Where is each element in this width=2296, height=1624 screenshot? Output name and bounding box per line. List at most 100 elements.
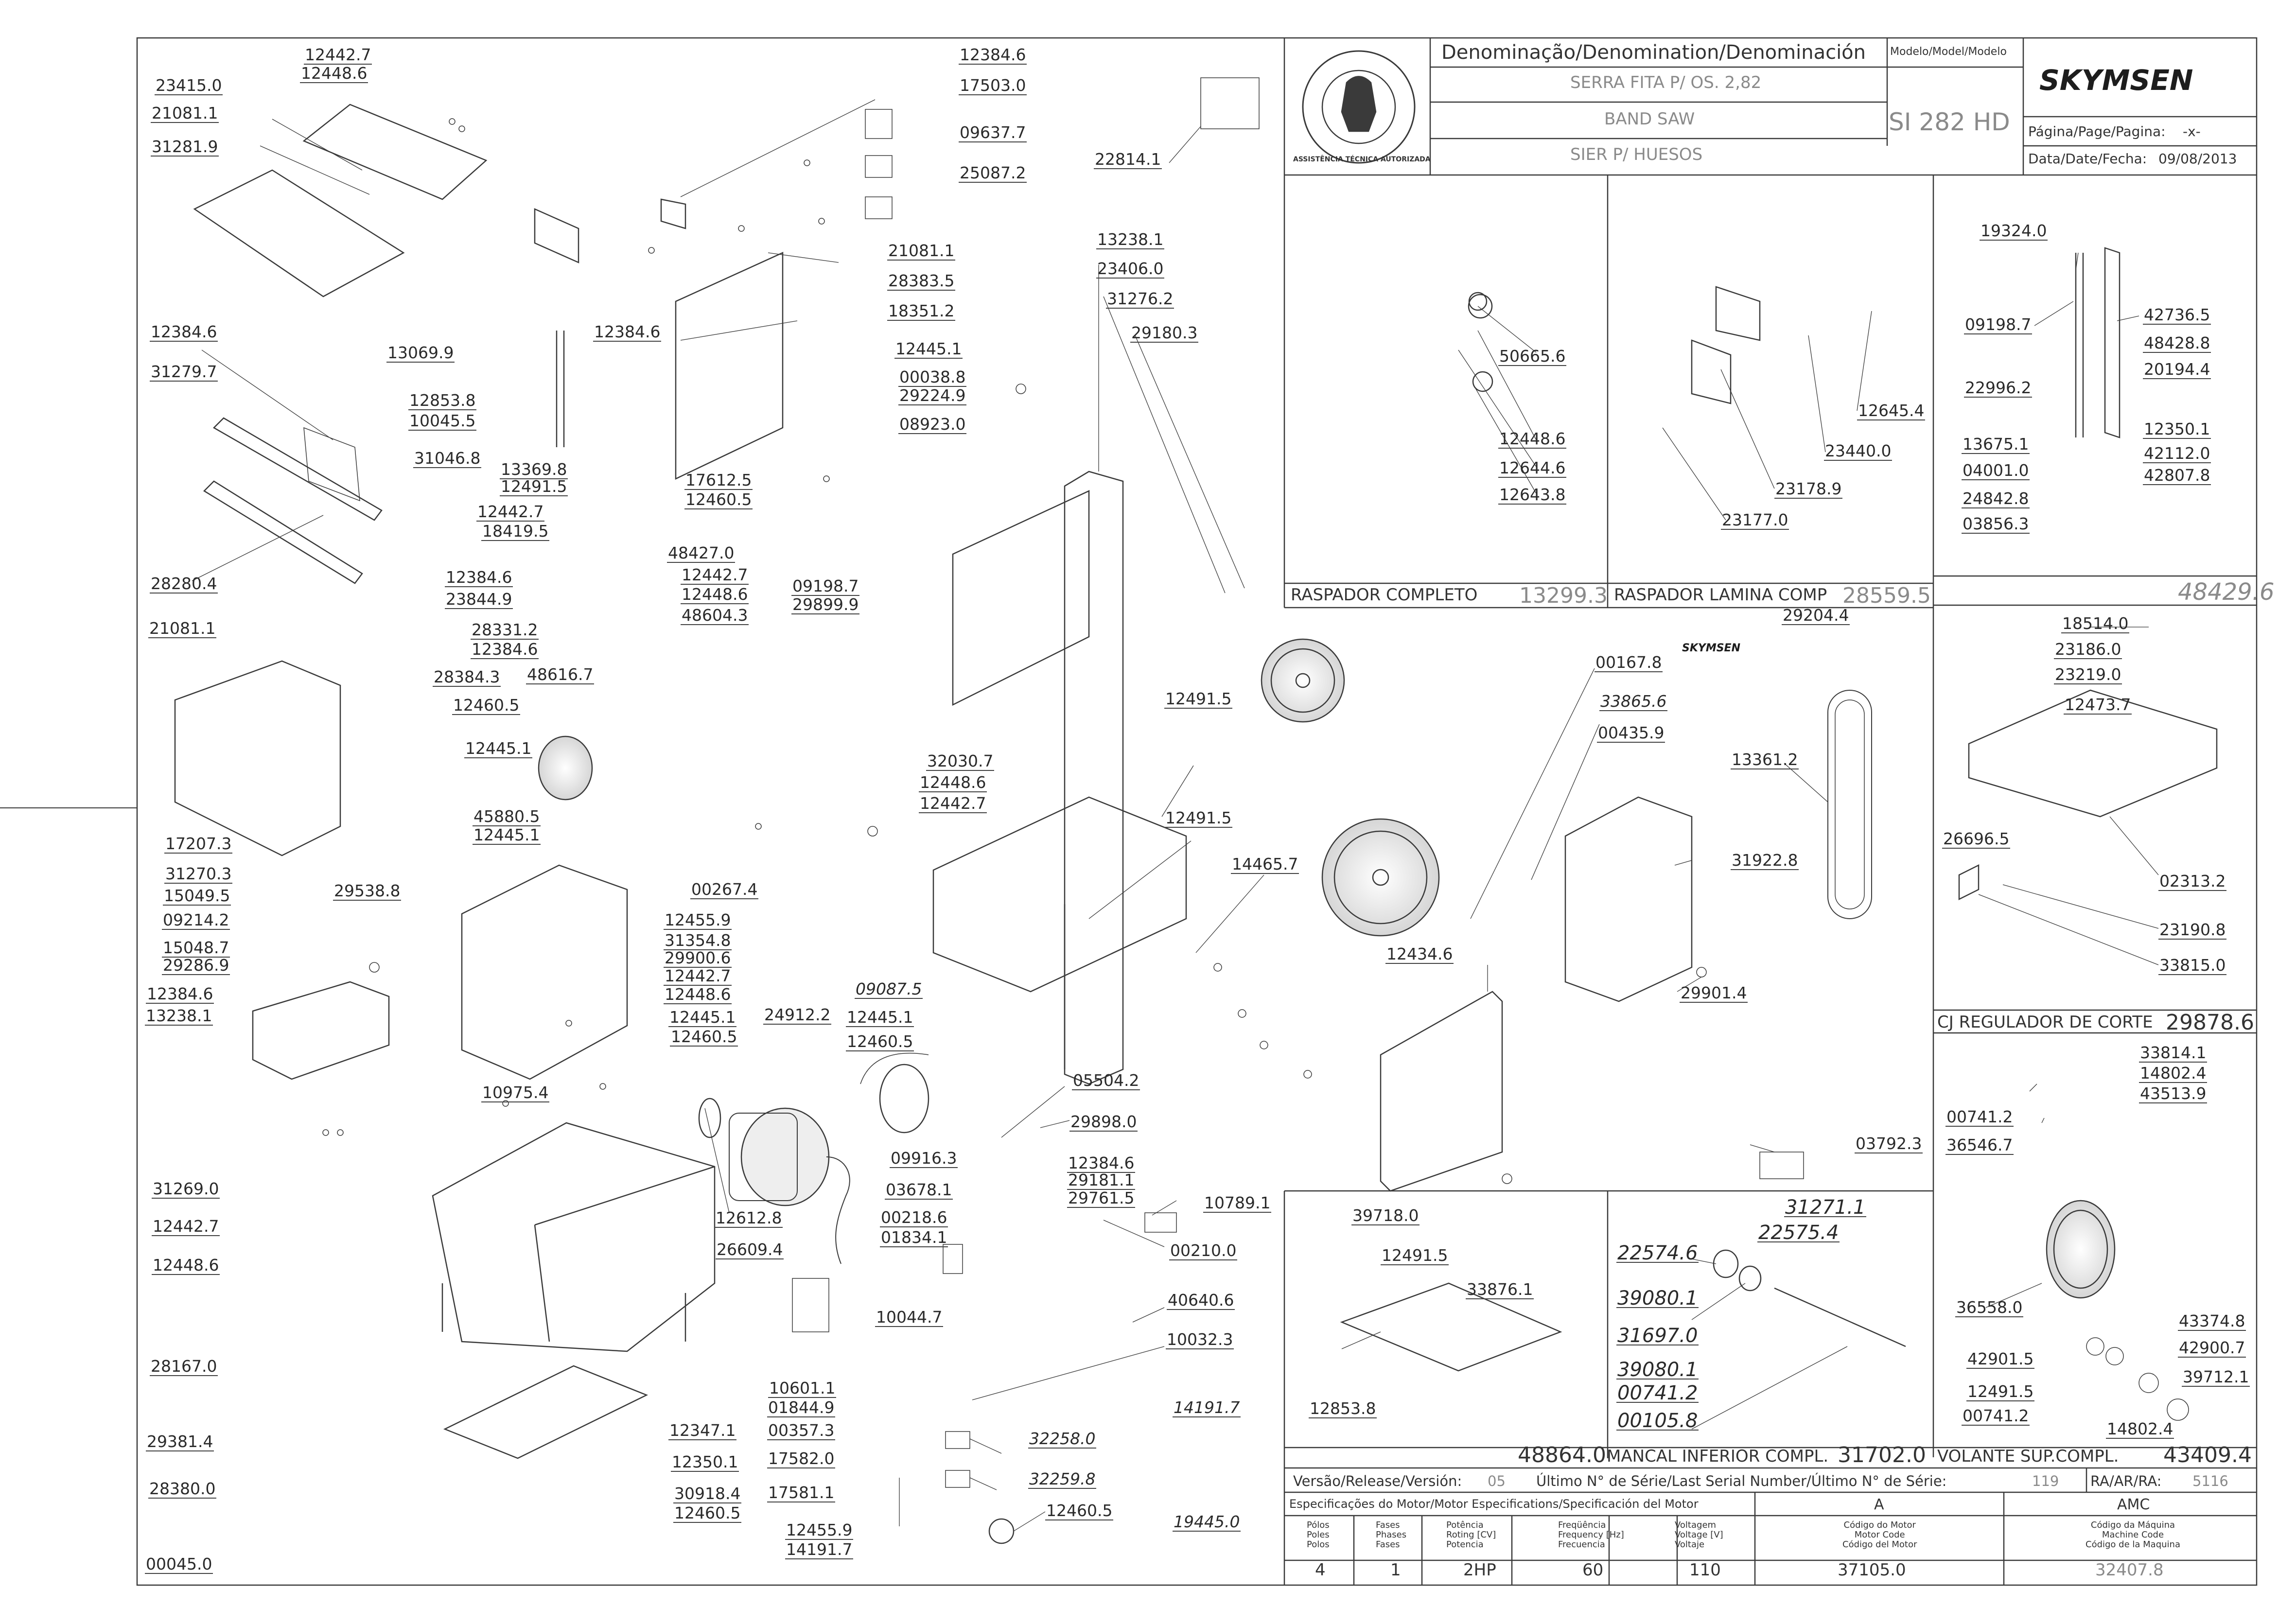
- release-value: 05: [1488, 1473, 1506, 1489]
- part-label: 29381.4: [146, 1432, 214, 1451]
- part-label: 33814.1: [2139, 1043, 2208, 1063]
- part-label: 09916.3: [890, 1149, 958, 1168]
- part-label: 28384.3: [433, 667, 501, 687]
- part-label: 17581.1: [767, 1483, 836, 1502]
- part-label: 29901.4: [1680, 983, 1748, 1003]
- part-label: 23406.0: [1096, 259, 1165, 279]
- part-label: 31281.9: [151, 137, 219, 157]
- ra-label: RA/AR/RA:: [2090, 1473, 2162, 1489]
- motor-col-a: A: [1874, 1496, 1884, 1513]
- part-label: 00741.2: [1616, 1382, 1699, 1404]
- motor-val-phases: 1: [1390, 1560, 1401, 1580]
- part-label: 36558.0: [1955, 1298, 2024, 1317]
- part-label: 12448.6: [300, 64, 368, 83]
- part-label: 31279.7: [150, 362, 218, 382]
- part-label: 01844.9: [767, 1398, 836, 1417]
- part-label: 12384.6: [593, 322, 662, 342]
- part-label: 33815.0: [2158, 956, 2227, 975]
- part-label: 12442.7: [152, 1217, 220, 1236]
- part-label: 04001.0: [1962, 461, 2030, 480]
- part-label: 29180.3: [1130, 323, 1199, 343]
- part-label: 13069.9: [386, 343, 455, 363]
- part-label: 29761.5: [1067, 1188, 1136, 1208]
- part-label: 22574.6: [1616, 1242, 1699, 1264]
- part-label: 19445.0: [1173, 1512, 1241, 1532]
- part-label: 12350.1: [671, 1452, 739, 1472]
- product-name-es: SIER P/ HUESOS: [1570, 145, 1703, 164]
- part-label: 12645.4: [1857, 401, 1926, 420]
- part-label: 31046.8: [413, 449, 482, 468]
- part-label: 03678.1: [885, 1180, 953, 1200]
- part-label: 31271.1: [1784, 1196, 1867, 1219]
- part-label: 00267.4: [690, 880, 759, 899]
- part-label: 43374.8: [2178, 1311, 2246, 1331]
- part-label: 23844.9: [445, 590, 513, 609]
- part-label: 05504.2: [1072, 1071, 1140, 1090]
- part-label: 12448.6: [919, 773, 987, 792]
- assembly-code-volante: 43409.4: [2163, 1443, 2252, 1467]
- part-label: 39712.1: [2182, 1367, 2250, 1387]
- part-label: 17582.0: [767, 1449, 836, 1468]
- motor-val-poles: 4: [1315, 1560, 1326, 1580]
- part-label: 22996.2: [1964, 378, 2033, 398]
- part-label: 14191.7: [785, 1540, 854, 1559]
- part-label: 28167.0: [150, 1357, 218, 1376]
- part-label: 29286.9: [162, 956, 230, 975]
- part-label: 13369.8: [500, 460, 568, 479]
- part-label: 15048.7: [162, 938, 230, 958]
- part-label: 12384.6: [150, 322, 218, 342]
- part-label: 09198.7: [1964, 315, 2033, 334]
- part-label: 12434.6: [1385, 944, 1454, 964]
- part-label: 10032.3: [1166, 1330, 1234, 1349]
- assembly-name-raspador: RASPADOR COMPLETO: [1291, 585, 1478, 605]
- part-label: 09637.7: [959, 123, 1027, 142]
- part-label: 31354.8: [664, 931, 732, 950]
- assembly-name-regulador: CJ REGULADOR DE CORTE: [1937, 1013, 2153, 1032]
- part-label: 29181.1: [1067, 1170, 1136, 1190]
- part-label: 30918.4: [673, 1484, 742, 1503]
- part-label: 33876.1: [1466, 1280, 1534, 1299]
- part-label: 12491.5: [1966, 1382, 2035, 1401]
- part-label: 12644.6: [1498, 458, 1567, 478]
- part-label: 10601.1: [768, 1379, 837, 1398]
- part-label: 00741.2: [1945, 1107, 2014, 1127]
- part-label: 08923.0: [898, 415, 967, 434]
- part-label: 12448.6: [664, 985, 732, 1004]
- part-label: 12491.5: [500, 477, 568, 496]
- part-label: 00045.0: [145, 1554, 213, 1574]
- part-label: 31922.8: [1731, 851, 1799, 870]
- date-value: 09/08/2013: [2158, 151, 2237, 167]
- part-label: 23178.9: [1774, 479, 1843, 499]
- part-label: 12455.9: [664, 910, 732, 930]
- part-label: 10045.5: [408, 411, 477, 431]
- part-label: 14465.7: [1231, 855, 1299, 874]
- part-label: 12460.5: [1045, 1501, 1114, 1520]
- part-label: 10044.7: [875, 1308, 944, 1327]
- part-label: 12445.1: [464, 739, 533, 758]
- part-label: 12612.8: [715, 1208, 783, 1228]
- part-label: 42807.8: [2143, 466, 2211, 485]
- part-label: 45880.5: [473, 807, 541, 826]
- part-label: 28383.5: [887, 271, 956, 291]
- part-label: 25087.2: [959, 163, 1027, 183]
- assembly-code-raspador: 13299.3: [1519, 583, 1608, 608]
- part-label: 12445.1: [846, 1008, 914, 1027]
- part-label: 23440.0: [1824, 441, 1893, 461]
- part-label: 29224.9: [898, 386, 967, 405]
- part-label: 32258.0: [1028, 1429, 1097, 1449]
- part-label: 48616.7: [526, 665, 595, 684]
- part-label: 12445.1: [668, 1008, 737, 1027]
- part-label: 29538.8: [333, 881, 402, 901]
- part-label: 32030.7: [926, 751, 995, 771]
- part-label: 03856.3: [1962, 514, 2030, 534]
- part-label: 23177.0: [1721, 510, 1789, 530]
- product-name-pt: SERRA FITA P/ OS. 2,82: [1570, 73, 1762, 92]
- part-label: 39718.0: [1351, 1206, 1420, 1225]
- part-label: 12350.1: [2143, 419, 2211, 439]
- part-label: 21081.1: [148, 619, 217, 638]
- motor-val-frequency: 60: [1582, 1560, 1604, 1580]
